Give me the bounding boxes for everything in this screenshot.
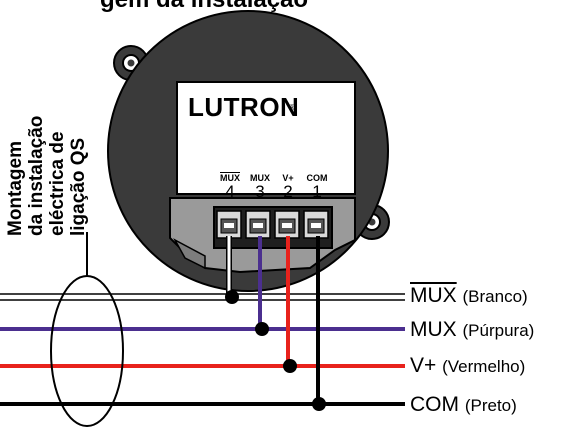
junction-mux-white	[225, 290, 239, 304]
wire-label-com-black: COM (Preto)	[410, 393, 517, 417]
side-label-line-1: Montagem	[5, 141, 26, 236]
wire-name-mux-bar: MUX	[410, 284, 457, 307]
junction-mux-purple	[255, 322, 269, 336]
wire-label-mux-purple: MUX (Púrpura)	[410, 318, 534, 342]
wire-name-com: COM	[410, 393, 459, 416]
terminal-slot-4	[216, 210, 242, 239]
junction-com-black	[312, 397, 326, 411]
wire-name-mux: MUX	[410, 318, 457, 341]
side-label-line-4: ligação QS	[68, 137, 89, 236]
terminal-number-3: 3	[255, 182, 265, 201]
terminal-number-2: 2	[283, 182, 293, 201]
junction-vplus-red	[283, 359, 297, 373]
registered-mark: ®	[289, 103, 295, 112]
mount-base-notch	[173, 238, 206, 270]
label-plate	[176, 81, 356, 195]
diagram-title-fragment: gem da instalação	[100, 0, 308, 14]
wire-desc-purpura: (Púrpura)	[462, 321, 535, 340]
terminal-label-mux-bar: MUX	[220, 173, 240, 183]
wire-desc-vermelho: (Vermelho)	[442, 357, 526, 376]
side-label-line-3: eléctrica de	[47, 131, 68, 236]
brand-logo: LUTRON	[188, 92, 300, 122]
wire-label-vplus-red: V+ (Vermelho)	[410, 354, 525, 378]
wire-mux-white	[0, 293, 405, 301]
terminal-slot-3	[245, 210, 271, 239]
terminal-number-1: 1	[312, 182, 322, 201]
terminal-slot-2	[274, 210, 300, 239]
wire-desc-branco: (Branco)	[462, 287, 528, 306]
wire-label-mux-white: MUX (Branco)	[410, 284, 528, 308]
terminal-slot-1	[303, 210, 329, 239]
side-label-line-2: da instalação	[26, 115, 47, 236]
wire-name-vplus: V+	[410, 354, 437, 377]
terminal-label-mux: MUX	[250, 173, 270, 183]
terminal-number-4: 4	[225, 182, 235, 201]
wire-desc-preto: (Preto)	[464, 396, 517, 415]
terminal-label-com: COM	[306, 173, 328, 183]
terminal-label-vplus: V+	[282, 173, 294, 183]
